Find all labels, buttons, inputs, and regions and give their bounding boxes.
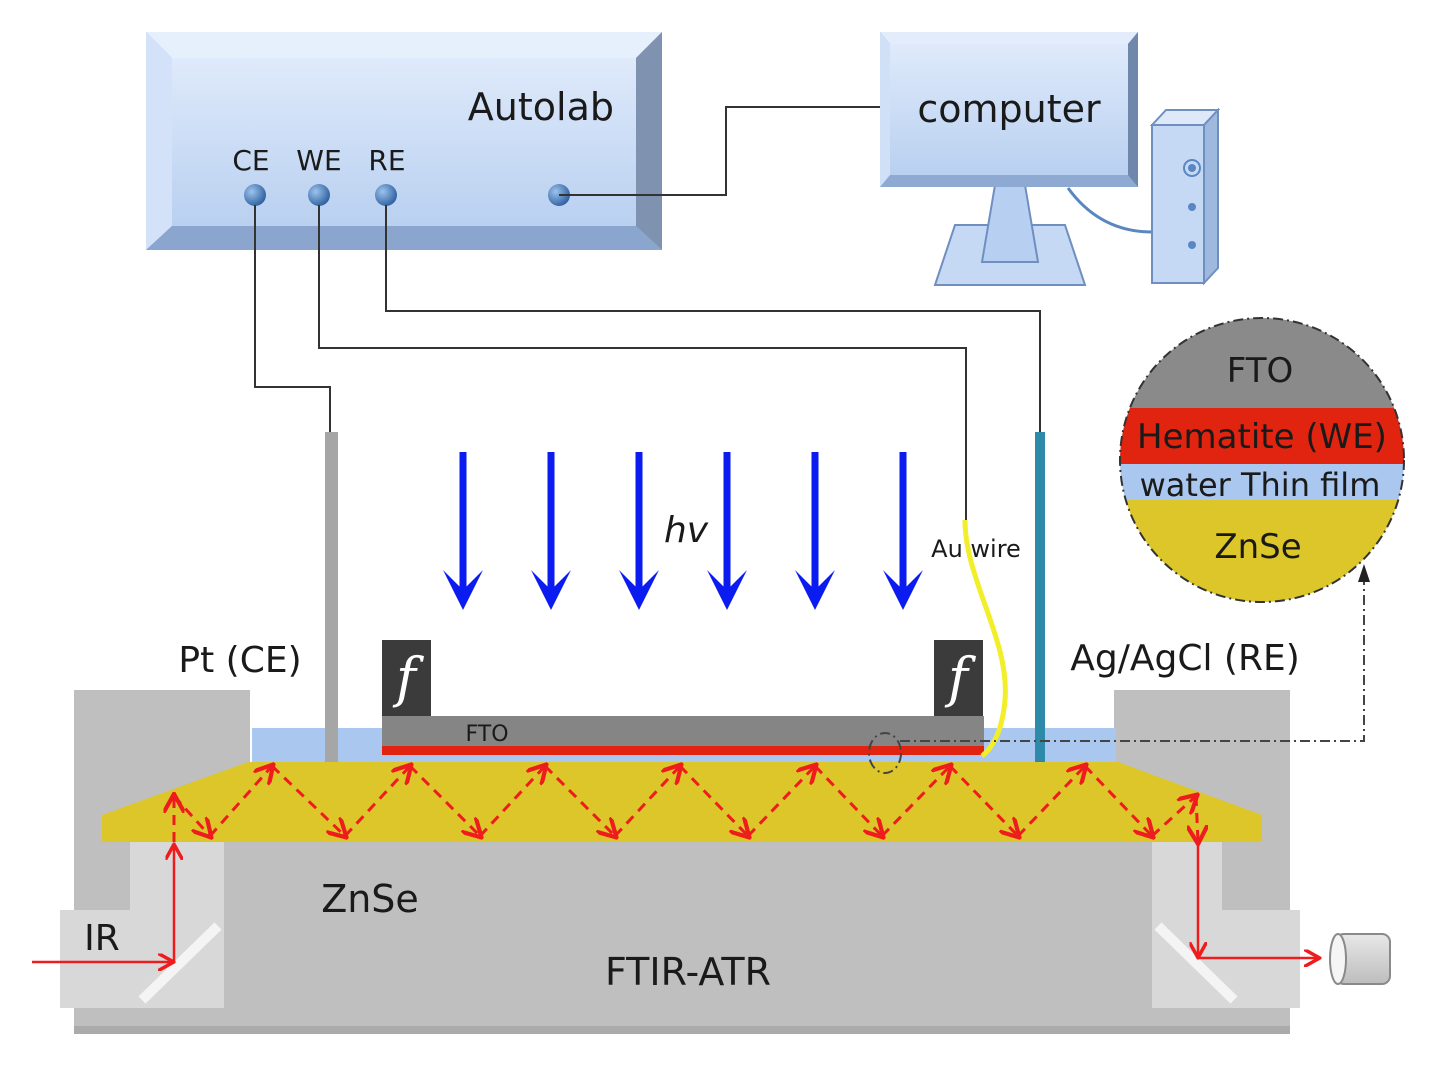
clip-left [382,640,431,716]
reflection-segment [172,794,210,836]
hv-label: hv [664,510,709,551]
light-arrow-icon [707,452,747,610]
inset-hematite-label: Hematite (WE) [1137,417,1387,457]
port-we [308,184,330,206]
ag-agcl-re-label: Ag/AgCl (RE) [1070,638,1300,679]
ir-label: IR [84,918,120,959]
au-wire-label: Au wire [931,535,1021,563]
port-label-re: RE [368,144,405,177]
autolab-label: Autolab [468,85,614,129]
port-label-ce: CE [232,144,269,177]
wires [254,106,1041,520]
reflection-segment [1196,795,1198,842]
light-arrow-icon [795,452,835,610]
port-ce [244,184,266,206]
light-arrows [443,452,923,610]
hematite-layer [382,746,984,755]
inset-magnifier: FTO Hematite (WE) water Thin film ZnSe [1119,317,1405,603]
fto-layer [382,716,984,746]
inset-callout [868,564,1370,774]
au-wire [962,519,1008,758]
light-arrow-icon [619,452,659,610]
port-re [375,184,397,206]
pt-ce-label: Pt (CE) [178,640,301,681]
computer-icon: computer [880,32,1221,286]
fto-label: FTO [465,722,508,747]
inset-water-label: water Thin film [1140,466,1381,504]
atr-reflections [174,766,1198,842]
inset-fto-label: FTO [1227,351,1294,391]
light-arrow-icon [531,452,571,610]
pt-counter-electrode [325,432,338,762]
clip-right [934,640,983,716]
autolab-device: Autolab CE WE RE [146,32,662,250]
wire-autolab-computer [559,106,880,196]
reflection-segment [208,766,272,837]
wire-ce [254,205,331,432]
port-label-we: WE [296,144,341,177]
inset-znse-label: ZnSe [1214,527,1301,567]
znse-label: ZnSe [321,877,419,921]
light-arrow-icon [443,452,483,610]
detector-icon [1329,933,1391,985]
znse-crystal [102,762,1262,842]
sample-stack: FTO f f [382,640,984,755]
light-arrow-icon [883,452,923,610]
reflection-segment [1150,796,1196,838]
mirror-out-icon [1154,922,1238,1004]
wire-re [385,205,1041,432]
reference-electrode [1035,432,1045,762]
mirror-in-icon [138,922,222,1004]
inset-water-layer [1120,464,1404,500]
ftir-atr-label: FTIR-ATR [605,950,771,994]
wire-we [318,205,967,520]
computer-label: computer [917,87,1101,131]
ir-beam [32,840,1318,962]
inset-hematite-layer [1120,408,1404,464]
